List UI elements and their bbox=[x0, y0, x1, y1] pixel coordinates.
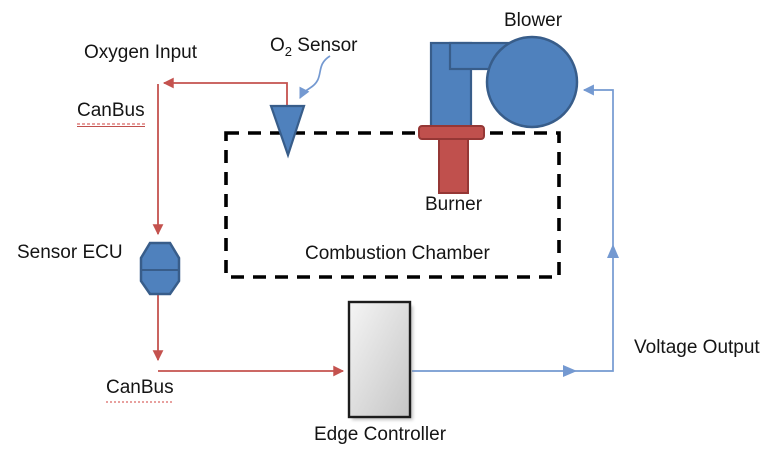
o2-sensor-label: O2 Sensor bbox=[270, 35, 358, 60]
oxygen-input-label: Oxygen Input bbox=[84, 42, 198, 63]
voltage-arrow-mid-right-icon bbox=[563, 365, 577, 377]
burner-shape bbox=[418, 125, 485, 194]
canbus-top-label: CanBus bbox=[77, 100, 145, 127]
combustion-chamber-outline bbox=[224, 131, 561, 279]
combustion-chamber-label: Combustion Chamber bbox=[305, 243, 490, 264]
sensor-ecu-shape bbox=[139, 241, 181, 296]
voltage-arrow-mid-up-icon bbox=[607, 244, 619, 258]
canbus-bottom-label-text: CanBus bbox=[106, 377, 174, 404]
voltage-output-label: Voltage Output bbox=[634, 337, 760, 358]
canbus-top-label-text: CanBus bbox=[77, 100, 145, 127]
sensor-ecu-label: Sensor ECU bbox=[17, 242, 123, 263]
blower-label: Blower bbox=[504, 10, 563, 31]
o2-sensor-callout-arrow-icon bbox=[299, 55, 331, 99]
blower-shape bbox=[429, 35, 579, 132]
canbus-bottom-label: CanBus bbox=[106, 377, 174, 404]
o2-sensor-label-rest: Sensor bbox=[292, 35, 358, 56]
voltage-output-line bbox=[412, 84, 614, 372]
o2-sensor-label-subscript: 2 bbox=[284, 43, 293, 59]
edge-controller-box bbox=[347, 300, 412, 419]
canbus-arrow-sensor-to-corner bbox=[162, 77, 288, 106]
edge-controller-label: Edge Controller bbox=[314, 424, 447, 445]
burner-label: Burner bbox=[425, 194, 483, 215]
o2-sensor-label-base: O bbox=[270, 35, 285, 56]
o2-sensor-shape bbox=[269, 104, 306, 159]
